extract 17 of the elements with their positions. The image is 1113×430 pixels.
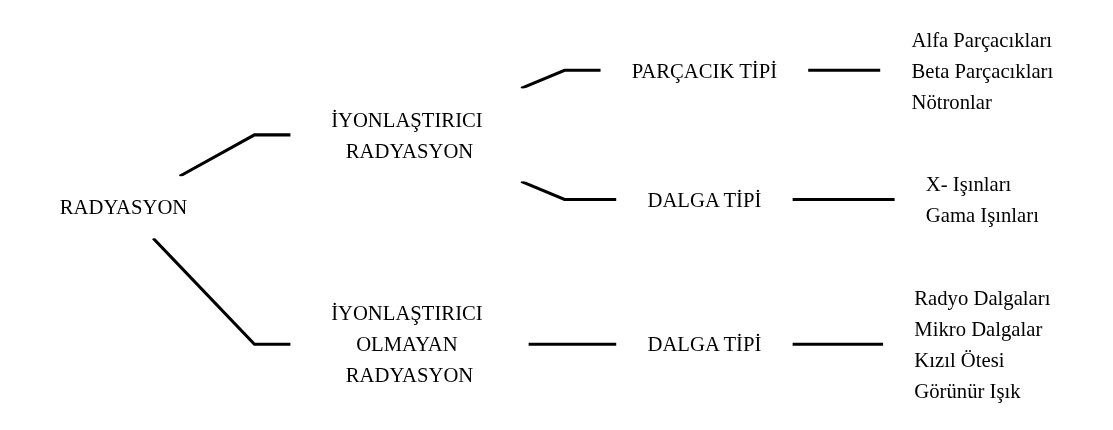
node-text: X- Işınları Gama Işınları [925,172,1039,227]
node-text: Radyo Dalgaları Mikro Dalgalar Kızıl Ötesi Görünür Işık [914,286,1051,403]
node-text: DALGA TİPİ [647,332,762,356]
connector [178,133,291,178]
node-text: DALGA TİPİ [647,188,762,211]
connector [520,179,617,202]
connector [792,342,884,346]
connector [808,68,881,72]
node-text: RADYASYON [59,195,188,219]
connector [152,237,291,346]
node-text: Alfa Parçacıkları Beta Parçacıkları Nötronlar [911,27,1054,113]
node-text: İYONLAŞTIRICI RADYASYON [331,108,483,162]
connector [792,197,895,202]
connector [520,68,601,90]
node-text: İYONLAŞTIRICI OLMAYAN RADYASYON [331,301,483,387]
connector [528,342,617,346]
node-text: PARÇACIK TİPİ [631,58,778,82]
